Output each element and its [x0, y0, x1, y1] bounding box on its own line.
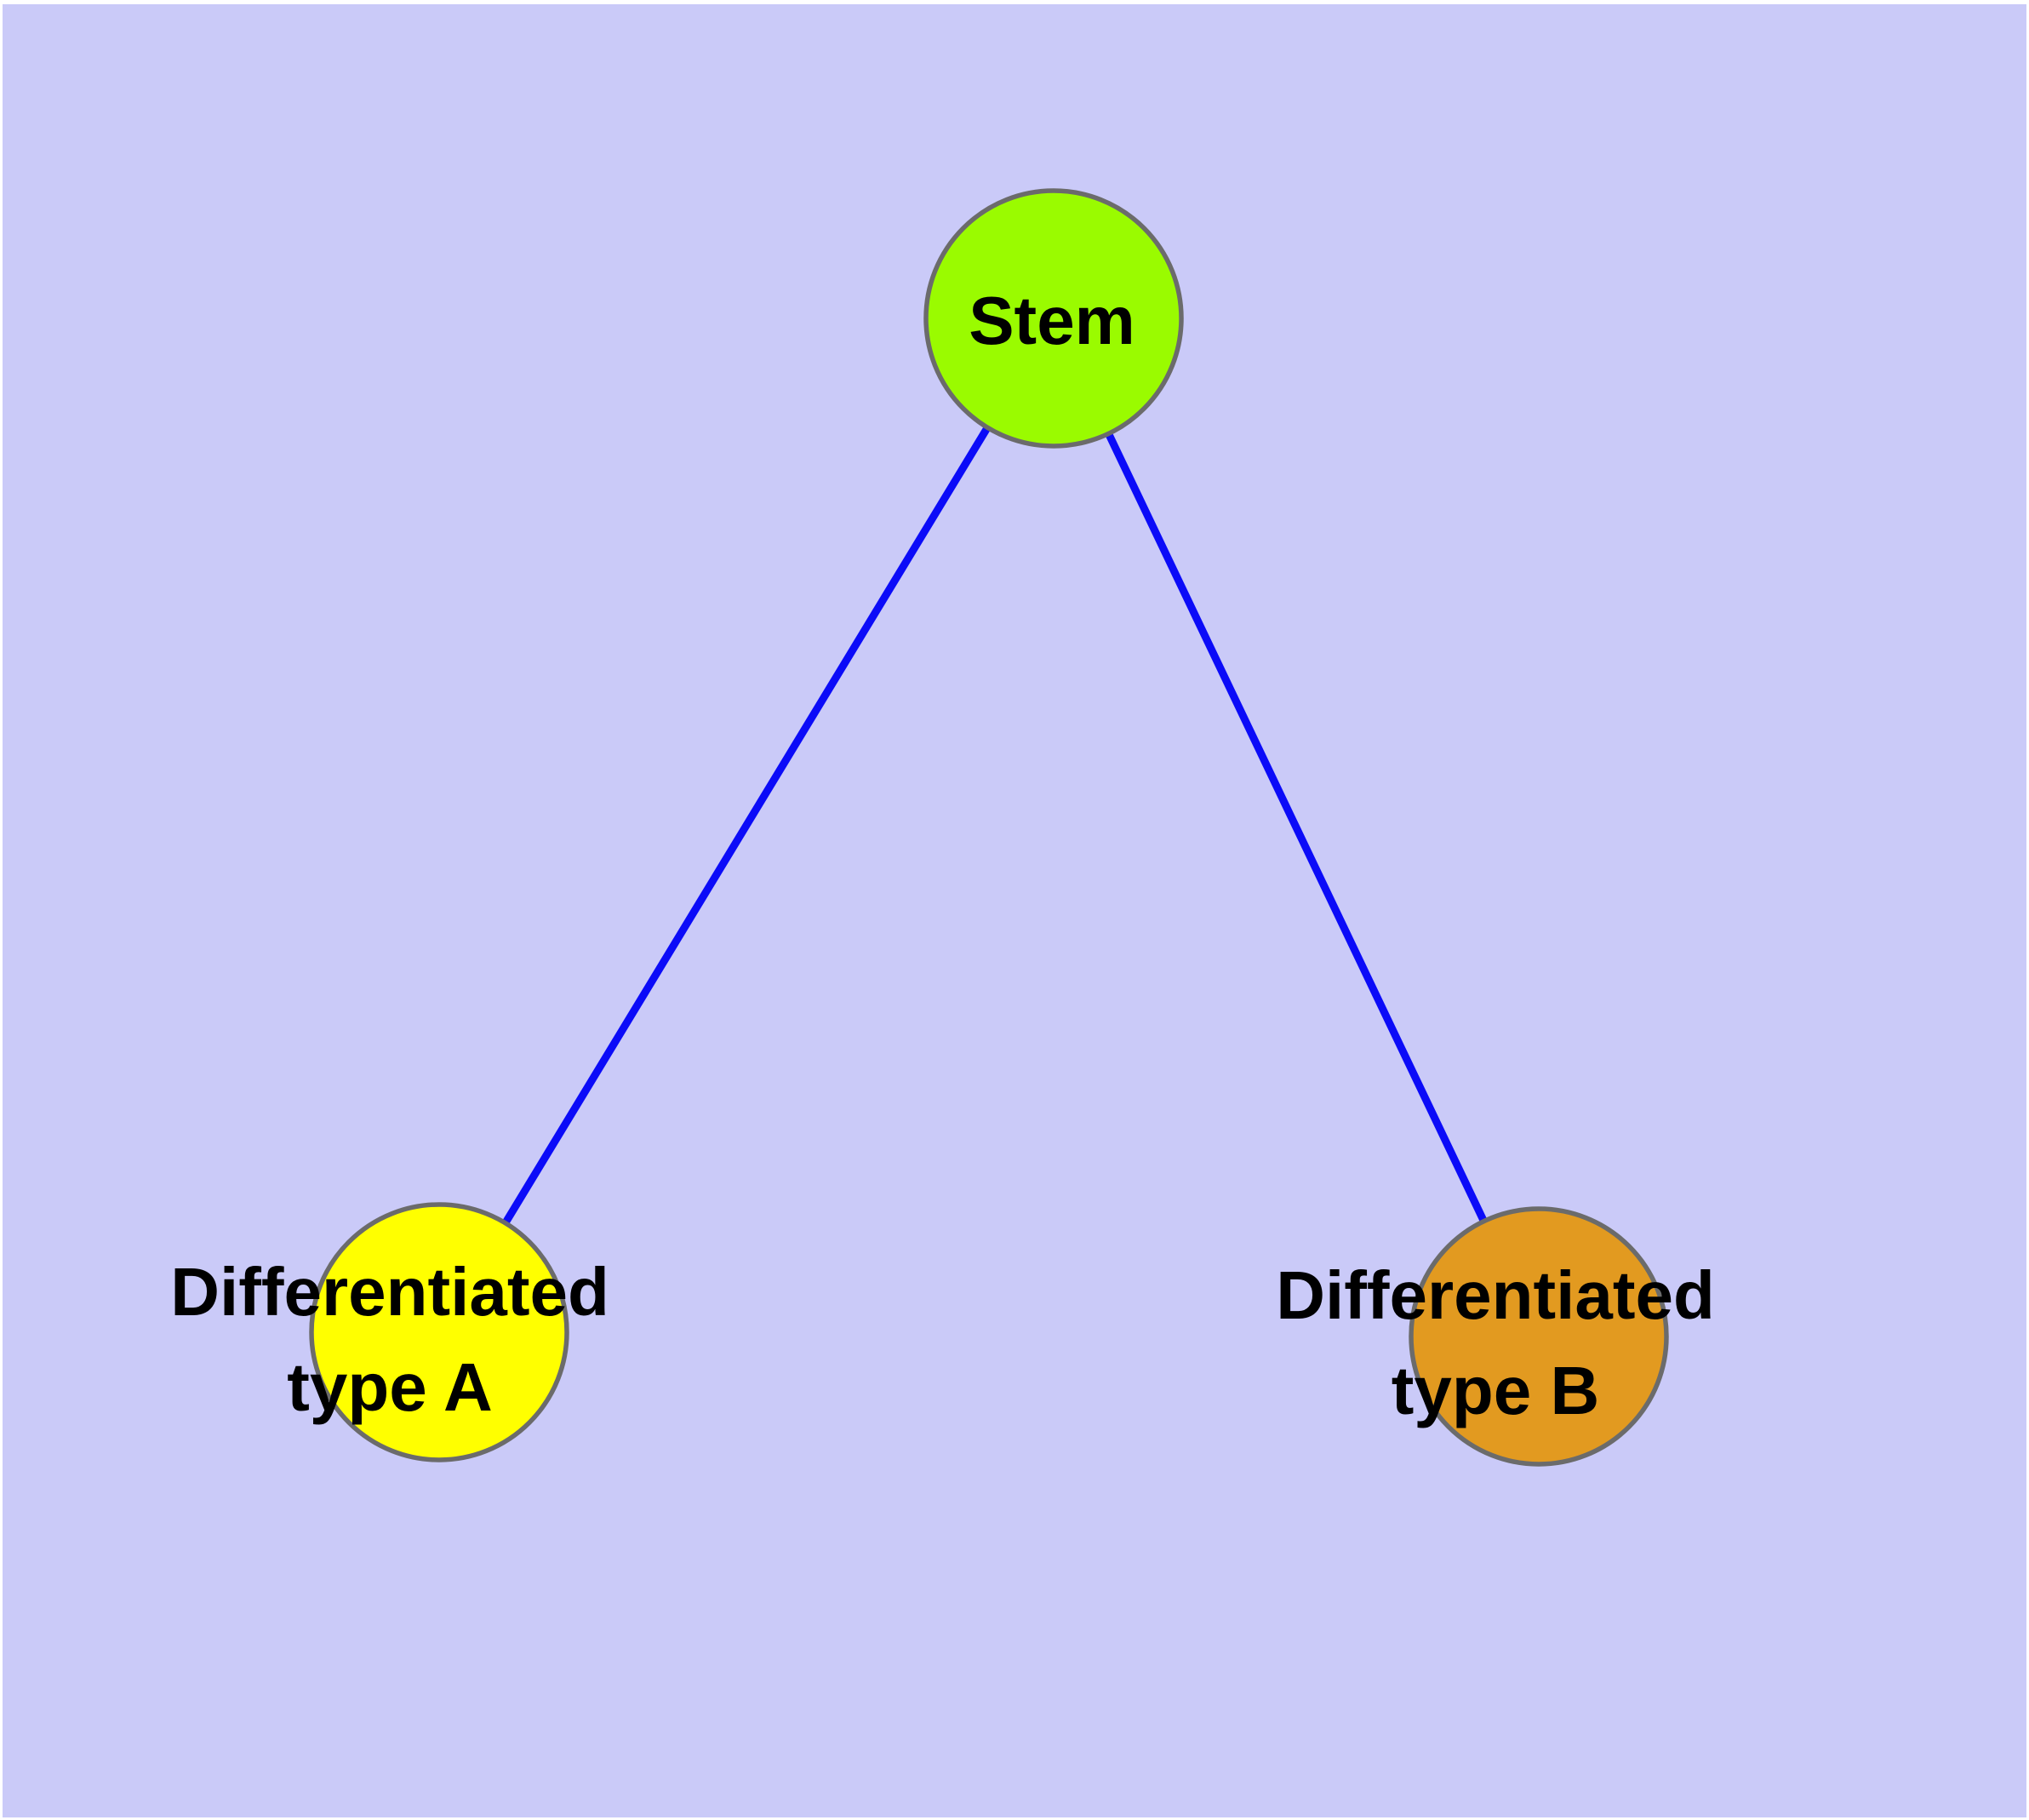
node-stem[interactable]: [923, 188, 1184, 449]
edge-stem-to-type-b: [1049, 317, 1543, 1338]
node-differentiated-type-a-label-line2: type A: [287, 1349, 493, 1425]
node-differentiated-type-a[interactable]: [309, 1202, 569, 1462]
node-differentiated-type-b[interactable]: [1409, 1206, 1669, 1467]
node-differentiated-type-b-label-line2: type B: [1392, 1353, 1600, 1428]
node-differentiated-type-b-label-line1: Differentiated: [1276, 1257, 1715, 1333]
node-stem-label: Stem: [969, 283, 1135, 358]
edge-stem-to-type-a: [436, 316, 1057, 1335]
node-differentiated-type-a-label-line1: Differentiated: [170, 1254, 609, 1330]
